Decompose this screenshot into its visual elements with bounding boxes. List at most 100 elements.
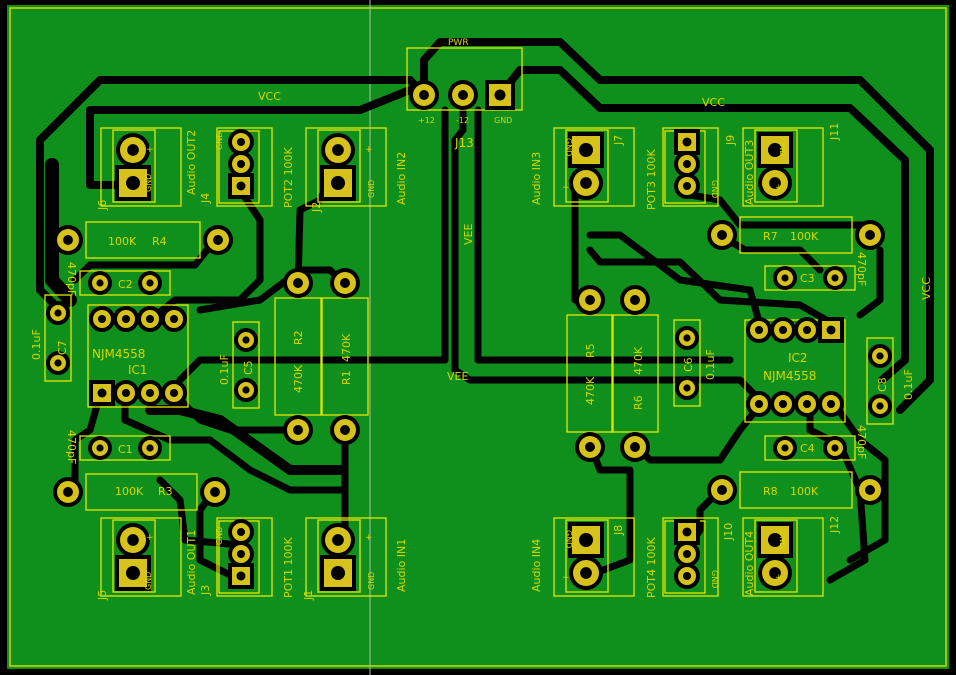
res-r4-body [85,221,201,259]
header-label: PWR [448,38,469,48]
jack-j12-pad2-drill [769,567,781,579]
pot-j9-pad3-drill [682,181,692,191]
trace-in4 [586,441,634,579]
trace-vee-2 [474,106,734,364]
r5-value: 470K [584,376,597,405]
ic1-ref: IC1 [128,363,148,377]
j8-ref: J8 [612,525,625,536]
jack-j1-pad2-drill [331,566,345,580]
trace-r6-top [586,246,839,329]
pot-j10-pad2-drill [682,549,692,559]
ic-ic2-body [744,319,846,423]
cap-c1-pad1-drill [96,444,104,452]
j9-ref: J9 [724,135,737,146]
r2-ref: R2 [292,330,305,345]
jack-j8-inner [565,519,609,593]
pot-j10-pad3-drill [682,571,692,581]
r7-ref: R7 [763,230,778,243]
j10-ref: J10 [722,523,735,541]
pads-layer [46,80,892,591]
pot-j4-pad1-drill [236,137,246,147]
cap-c6-body [673,319,701,407]
cap-c3-pad1-drill [781,274,789,282]
j2-ref: J2 [310,202,323,213]
jack-j7-outline [553,127,635,207]
trace-r4 [71,236,219,284]
j2-value: Audio IN2 [395,152,408,205]
c1-ref: C1 [118,443,133,456]
j7-ref: J7 [612,135,625,146]
c5-value: 0.1uF [218,354,231,385]
jack-j2-outline [305,127,387,207]
net-label: VCC [258,90,281,103]
pot-j10-pad1-drill [682,527,692,537]
j2-pin-gnd: GND [367,180,376,198]
jack-j6-pad2-drill [126,176,140,190]
cap-c2-pad1-drill [96,279,104,287]
pot-j9-outline [662,127,719,207]
cap-c5-pad1-drill [242,336,250,344]
ic-ic1-pin-drill [169,314,179,324]
j5-ref: J5 [96,590,109,601]
res-r7-pad1-drill [717,230,727,240]
j12-pin-gnd: GND [778,530,787,548]
r8-ref: R8 [763,485,778,498]
jack-j6-inner [112,129,156,203]
pot-j9-pad2-drill [682,159,692,169]
j3-value: POT1 100K [282,536,295,598]
res-r5-pad2-drill [585,442,595,452]
c3-value: 470pF [855,252,868,286]
jack-j7-pad2-drill [580,177,592,189]
net-label: VCC [702,96,725,109]
pad-drill [458,90,468,100]
j1-value: Audio IN1 [395,539,408,592]
ic-ic2-pin-drill [778,399,788,409]
header-ref: J13 [454,136,474,150]
cap-c5-pad2-drill [242,386,250,394]
net-label: VCC [920,277,933,300]
jack-j5-pad2-drill [126,566,140,580]
header-outline [406,47,523,111]
header-pin2: -12 [456,116,469,125]
jack-j7-pad1-drill [579,143,593,157]
res-r8-pad1-drill [717,485,727,495]
jack-j12-pad1-drill [768,533,782,547]
j8-value: Audio IN4 [530,539,543,592]
pot-j4-pad3-drill [236,181,246,191]
ic-ic2-pin-drill [778,325,788,335]
r3-value: 100K [115,485,144,498]
res-r3-body [85,473,198,511]
ic-ic1-pin-drill [169,388,179,398]
r1-value: 470K [340,333,353,362]
r7-value: 100K [790,230,819,243]
res-r1-pad1-drill [340,278,350,288]
cap-c8-pad2-drill [876,402,884,410]
c2-ref: C2 [118,278,133,291]
cap-c2-body [79,270,171,296]
cap-c2-pad2-drill [146,279,154,287]
trace-gnd-right [496,66,909,384]
cap-c8-body [866,337,894,425]
trace-pot2 [146,186,264,324]
pot-j3-pad2-drill [236,549,246,559]
cap-c1-pad2-drill [146,444,154,452]
header-pin3: GND [494,116,512,125]
j4-pin-gnd: GND [215,132,224,150]
j5-pin-plus: + [146,533,154,543]
j3-ref: J3 [199,585,212,596]
cap-c8-pad1-drill [876,352,884,360]
j5-value: Audio OUT1 [185,530,198,595]
c6-ref: C6 [682,357,695,372]
ic-ic2-pin-drill [802,399,812,409]
trace-vcc-left [36,76,428,316]
res-r6-pad2-drill [630,442,640,452]
c8-value: 0.1uF [902,369,915,400]
jack-j12-outline [742,517,824,597]
r6-value: 470K [632,346,645,375]
cap-c6-pad2-drill [683,384,691,392]
ic1-value: NJM4558 [92,347,145,361]
j5-pin-gnd: GND [144,572,153,590]
res-r3-pad1-drill [63,487,73,497]
jack-j5-inner [112,519,156,593]
